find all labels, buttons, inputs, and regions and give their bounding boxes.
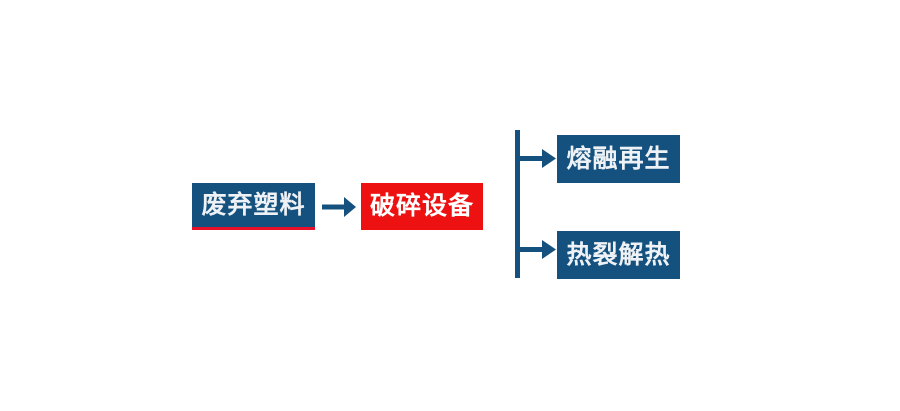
node-crusher-equipment[interactable]: 破碎设备 <box>361 183 483 230</box>
node-pyrolysis-heat[interactable]: 热裂解热 <box>557 231 680 279</box>
node-waste-plastic[interactable]: 废弃塑料 <box>192 183 315 230</box>
branch-split-arrows-icon <box>508 126 562 282</box>
node-melt-regeneration[interactable]: 熔融再生 <box>557 135 680 183</box>
arrow-right-icon <box>320 190 358 224</box>
